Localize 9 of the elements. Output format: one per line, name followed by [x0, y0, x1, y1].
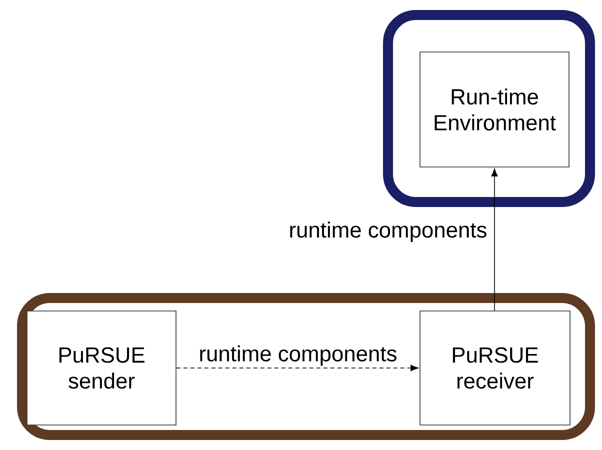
- edge-label: runtime components: [288, 220, 488, 244]
- container-box: [383, 10, 595, 207]
- process-box: Run-time Environment: [420, 52, 570, 168]
- container-box: [17, 293, 595, 440]
- arrow: [176, 364, 418, 372]
- arrow: [491, 168, 498, 311]
- process-box: PuRSUE sender: [26, 310, 176, 426]
- process-box: PuRSUE receiver: [420, 310, 570, 426]
- edge-label: runtime components: [198, 344, 398, 367]
